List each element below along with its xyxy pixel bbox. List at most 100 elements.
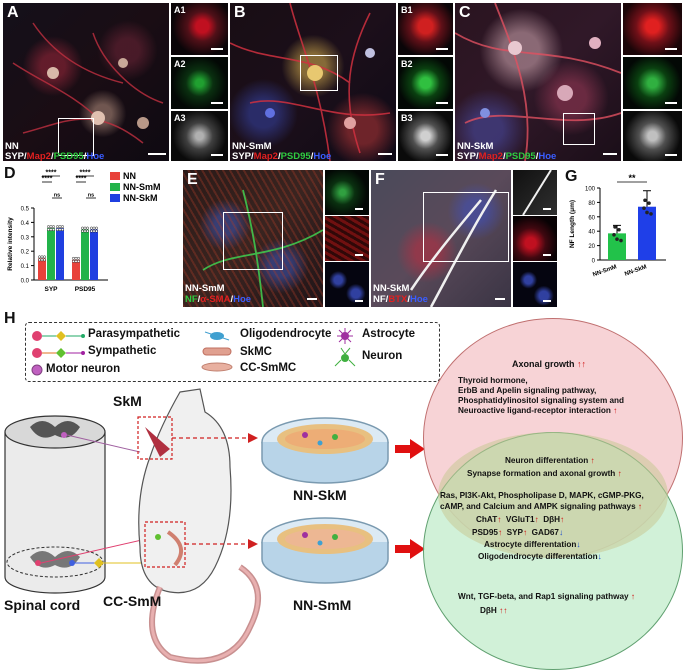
spinal-cord-cylinder (4, 432, 106, 594)
y-tick-label: 0.0 (21, 279, 30, 285)
data-point (647, 201, 651, 205)
y-axis-label: NF Length (μm) (569, 200, 576, 248)
venn-axonal-growth: Axonal growth ↑↑ (512, 359, 587, 369)
venn-top-text-2: ErbB and Apelin signaling pathway, (458, 386, 597, 395)
significance-label: ns (54, 193, 60, 199)
panel-e-image: E NN-SmM NF/α-SMA/Hoe (183, 170, 323, 307)
data-point (52, 228, 55, 232)
panel-a-label: A (7, 4, 19, 21)
panel-e-inset-green (325, 170, 369, 215)
data-point (86, 226, 89, 230)
y-tick-label: 0.4 (21, 221, 30, 227)
schematic-illustration (4, 388, 425, 664)
y-tick-label: 0.3 (21, 235, 30, 241)
panel-b2-inset: B2 (398, 57, 453, 109)
data-point (612, 233, 616, 237)
data-point (77, 256, 80, 260)
panel-e-inset-red (325, 216, 369, 261)
panel-d-label: D (4, 165, 16, 182)
data-point (81, 229, 84, 233)
y-tick-label: 0 (592, 259, 596, 265)
significance-label: **** (80, 170, 91, 177)
data-point (83, 229, 87, 233)
scale-bar (148, 153, 166, 155)
venn-bottom-dbh: DβH ↑↑ (480, 606, 508, 615)
significance-label: ns (88, 193, 94, 199)
x-tick-label: SYP (44, 286, 58, 293)
significance-label: **** (76, 176, 87, 183)
scale-bar (603, 153, 617, 155)
data-point (61, 228, 64, 232)
significance-label: **** (42, 176, 53, 183)
venn-neuron-diff: Neuron differentation ↑ (505, 456, 595, 465)
data-point (58, 225, 62, 229)
venn-bottom-pathway: Wnt, TGF-beta, and Rap1 signaling pathwa… (458, 592, 635, 601)
label-dish-nn-skm: NN-SkM (293, 487, 347, 503)
x-tick-label: PSD95 (75, 286, 96, 293)
scale-bar (307, 298, 317, 300)
data-point (47, 228, 50, 232)
y-tick-label: 80 (588, 201, 595, 207)
legend-label: NN-SkM (123, 193, 158, 203)
panel-a-title: NN (5, 141, 19, 152)
data-point (72, 259, 75, 263)
panel-c1-inset (623, 3, 682, 55)
data-point (92, 226, 96, 230)
venn-markers-1: ChAT↑ VGluT1↑ DβH↑ (476, 515, 565, 524)
panel-c3-inset (623, 111, 682, 161)
panel-h-label: H (4, 310, 16, 327)
venn-pathways-2: cAMP, and Calcium and AMPK signaling pat… (440, 502, 643, 511)
data-point (95, 229, 98, 233)
legend-icons (31, 328, 356, 376)
data-point (49, 225, 53, 229)
venn-top-text-1: Thyroid hormone, (458, 376, 528, 385)
data-point (617, 227, 621, 232)
label-spinal-cord: Spinal cord (4, 597, 81, 613)
panel-f-inset-red (513, 216, 557, 261)
data-point (56, 225, 59, 229)
legend-oligodendrocyte: Oligodendrocyte (240, 328, 332, 340)
data-point (86, 229, 89, 233)
legend-swatch (110, 172, 120, 180)
label-dish-nn-smm: NN-SmM (293, 597, 352, 613)
panel-c2-inset (623, 57, 682, 109)
scale-bar (495, 298, 505, 300)
panel-a-image: A NN SYP/Map2/PSD95/Hoe (3, 3, 169, 161)
data-point (92, 229, 96, 233)
panel-e-roi-box (223, 212, 283, 270)
bar (638, 206, 656, 260)
data-point (72, 256, 75, 260)
y-tick-label: 0.1 (21, 264, 30, 270)
y-tick-label: 20 (588, 244, 595, 250)
data-point (74, 256, 78, 260)
legend-motor-neuron: Motor neuron (46, 363, 121, 375)
data-point (56, 228, 59, 232)
panel-f-title: NN-SkM (373, 283, 410, 294)
legend-neuron: Neuron (362, 350, 403, 362)
label-cc-smm: CC-SmM (103, 593, 162, 609)
data-point (40, 258, 44, 262)
data-point (649, 212, 653, 216)
data-point (61, 225, 64, 229)
legend-parasympathetic: Parasympathetic (88, 328, 181, 340)
y-tick-label: 100 (585, 187, 596, 193)
legend-label: NN-SmM (123, 182, 161, 192)
panel-a3-inset: A3 (171, 111, 228, 161)
panel-f-inset-white (513, 170, 557, 215)
panel-e-label: E (187, 171, 198, 188)
data-point (643, 198, 647, 203)
panel-c-stain: SYP/Map2/PSD95/Hoe (457, 151, 557, 161)
data-point (77, 259, 80, 263)
data-point (74, 259, 78, 263)
panel-b-stain: SYP/Map2/PSD95/Hoe (232, 151, 332, 161)
venn-overlap (438, 432, 668, 558)
venn-top-text-4: Neuroactive ligand-receptor interaction … (458, 406, 618, 415)
data-point (90, 229, 93, 233)
bar (56, 228, 64, 280)
data-point (43, 258, 46, 262)
legend-label: NN (123, 171, 136, 181)
panel-e-inset-blue (325, 262, 369, 307)
significance-label: **** (46, 170, 57, 177)
panel-e-stain: NF/α-SMA/Hoe (185, 294, 252, 305)
data-point (642, 206, 646, 210)
